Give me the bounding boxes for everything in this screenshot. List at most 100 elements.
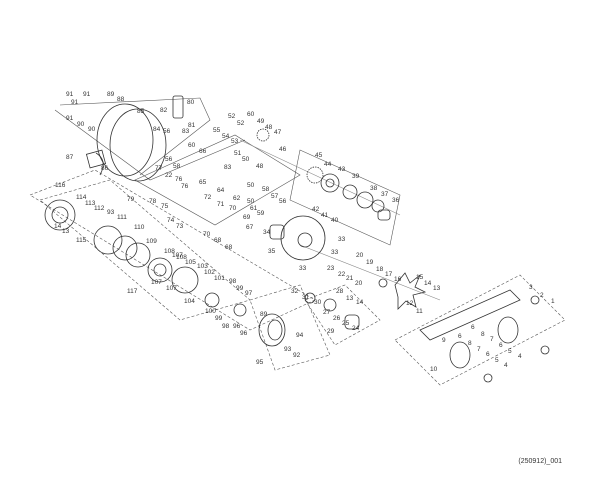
part-label-94: 94 (296, 332, 304, 339)
part-label-20b: 20 (355, 280, 363, 287)
handle-knob-upper (497, 316, 519, 344)
part-label-46: 46 (279, 146, 287, 153)
clutch-group-outline (304, 284, 381, 346)
part-label-64: 64 (217, 187, 225, 194)
part-label-7a: 7 (490, 336, 494, 343)
part-label-78: 78 (149, 198, 157, 205)
part-label-58a: 58 (173, 163, 181, 170)
part-label-51: 51 (234, 150, 242, 157)
part-label-17: 17 (385, 271, 393, 278)
part-label-6a: 6 (471, 324, 475, 331)
part-label-109: 109 (146, 238, 157, 245)
part-label-24: 24 (352, 325, 360, 332)
part-label-98a: 98 (229, 278, 237, 285)
shaft-group-outline (134, 134, 301, 226)
part-label-5b: 5 (495, 357, 499, 364)
part-label-56c: 56 (279, 198, 287, 205)
part-label-107a: 107 (172, 252, 183, 259)
part-label-117: 117 (127, 288, 138, 295)
part-label-21: 21 (346, 275, 354, 282)
brake-hub (204, 292, 220, 308)
handle-arm (419, 289, 521, 341)
part-label-29: 29 (327, 328, 335, 335)
part-label-55: 55 (213, 127, 221, 134)
level-wind-part (172, 95, 184, 119)
part-label-105: 105 (185, 259, 196, 266)
part-label-52b: 52 (237, 120, 245, 127)
part-label-83a: 83 (182, 128, 190, 135)
part-label-110: 110 (134, 224, 145, 231)
part-label-40: 40 (331, 217, 339, 224)
part-label-53: 53 (231, 138, 239, 145)
part-label-58b: 58 (262, 186, 270, 193)
part-label-80: 80 (187, 99, 195, 106)
part-label-14c: 14 (54, 223, 62, 230)
part-label-62: 62 (233, 195, 241, 202)
part-label-113: 113 (85, 200, 96, 207)
part-label-14b: 14 (356, 299, 364, 306)
part-label-104: 104 (184, 298, 195, 305)
part-label-100: 100 (205, 308, 216, 315)
part-label-8b: 8 (468, 340, 472, 347)
part-label-22a: 22 (165, 172, 173, 179)
part-label-112: 112 (94, 205, 105, 212)
part-label-4b: 4 (504, 362, 508, 369)
part-label-33c: 33 (299, 265, 307, 272)
part-label-103: 103 (197, 263, 208, 270)
part-label-65: 65 (199, 179, 207, 186)
part-label-3: 3 (529, 284, 533, 291)
part-label-89: 89 (107, 91, 115, 98)
part-label-72: 72 (204, 194, 212, 201)
part-label-61: 61 (250, 205, 258, 212)
part-label-79: 79 (127, 196, 135, 203)
part-label-5a: 5 (508, 348, 512, 355)
drag-washer (342, 184, 358, 200)
part-label-84: 84 (153, 126, 161, 133)
part-label-30: 30 (314, 299, 322, 306)
part-label-102: 102 (204, 269, 215, 276)
part-label-33a: 33 (338, 236, 346, 243)
part-label-11: 11 (416, 308, 423, 315)
spool (258, 313, 286, 347)
part-label-35: 35 (268, 248, 276, 255)
star-gear (306, 166, 324, 184)
handle-group-outline (394, 274, 566, 386)
part-label-48b: 48 (256, 163, 264, 170)
part-label-71: 71 (217, 201, 225, 208)
part-label-66: 66 (199, 148, 207, 155)
main-side-housing (280, 215, 326, 261)
frame-group-outline (54, 109, 246, 181)
part-label-69: 69 (243, 214, 251, 221)
part-label-52a: 52 (228, 113, 236, 120)
part-label-48a: 48 (265, 124, 273, 131)
part-label-99b: 99 (215, 315, 223, 322)
part-label-89b: 89 (260, 311, 268, 318)
ring-27 (323, 298, 337, 312)
part-label-18: 18 (376, 266, 384, 273)
frame-body (96, 103, 154, 177)
part-label-107c: 107 (166, 285, 177, 292)
handle-knob-lower (449, 341, 471, 369)
drag-group-outline (289, 149, 401, 246)
part-label-56b: 56 (165, 156, 173, 163)
brake-ring (93, 225, 123, 255)
part-label-56a: 56 (163, 128, 171, 135)
part-label-91c: 91 (71, 99, 79, 106)
part-label-23: 23 (327, 265, 335, 272)
part-label-68a: 68 (214, 237, 222, 244)
drag-washer-17 (378, 278, 388, 288)
part-label-1: 1 (551, 298, 555, 305)
part-label-50c: 50 (247, 198, 255, 205)
part-label-60b: 60 (247, 111, 255, 118)
part-label-8a: 8 (481, 331, 485, 338)
part-label-101: 101 (214, 275, 225, 282)
part-label-86: 86 (101, 165, 109, 172)
handle-nut (530, 295, 540, 305)
part-label-60a: 60 (188, 142, 196, 149)
part-label-6c: 6 (458, 333, 462, 340)
bearing-collar (377, 209, 391, 221)
part-label-9: 9 (442, 337, 446, 344)
part-label-43: 43 (338, 166, 346, 173)
